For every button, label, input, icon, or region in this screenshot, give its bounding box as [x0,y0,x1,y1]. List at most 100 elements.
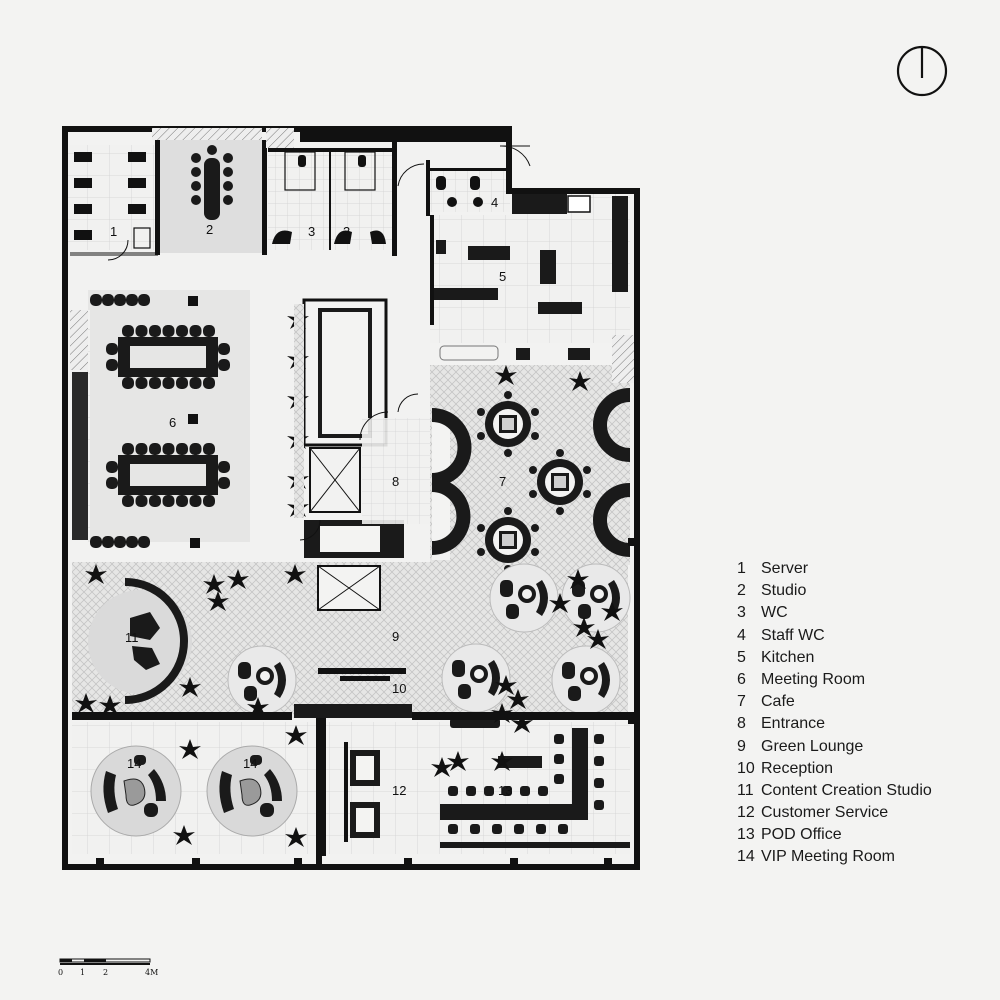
room-meeting [72,290,250,548]
meeting-chair [218,461,230,473]
room-number-4: 4 [491,195,498,210]
meeting-chair [218,343,230,355]
room-number-14a: 14 [127,756,141,771]
legend-label: Customer Service [761,804,889,822]
bench-seat [114,536,126,548]
walls [62,126,640,870]
room-number-6: 6 [169,415,176,430]
legend-num: 3 [737,604,746,622]
legend-num: 7 [737,693,746,711]
meeting-chair [189,443,202,455]
legend-num: 8 [737,715,746,733]
legend-num: 1 [737,560,746,577]
bench-seat [90,294,102,306]
legend-label: Staff WC [761,626,825,644]
meeting-chair [203,377,215,389]
meeting-chair [149,443,161,455]
legend-item-content-creation-studio: 11 Content Creation Studio [737,780,932,802]
meeting-chair [176,377,188,389]
cafe-tables [431,388,631,573]
meeting-chair [135,495,148,507]
legend-num: 11 [737,781,754,799]
legend-label: Reception [761,759,834,777]
legend-label: Kitchen [761,648,815,666]
room-vip [72,722,316,854]
scale-tick-2: 2 [103,968,108,977]
legend-item-staff-wc: 4 Staff WC [737,625,932,647]
room-number-14b: 14 [243,756,257,771]
meeting-chair [189,377,202,389]
meeting-chair [149,377,161,389]
legend-item-wc: 3 WC [737,602,932,624]
legend-item-kitchen: 5 Kitchen [737,647,932,669]
meeting-chair [189,495,202,507]
meeting-chair [135,443,148,455]
legend-num: 12 [737,804,755,822]
bench-seat [126,294,138,306]
legend-num: 4 [737,626,746,644]
legend-num: 2 [737,582,746,600]
room-number-3a: 3 [308,224,315,239]
meeting-chair [106,343,118,355]
legend-label: Content Creation Studio [761,781,932,799]
meeting-chair [135,325,148,337]
meeting-chair [122,443,134,455]
room-wc [268,148,392,250]
legend-item-server: 1 Server [737,558,932,580]
legend-num: 6 [737,670,746,688]
north-arrow-icon [896,45,948,97]
bench-seat [102,536,114,548]
room-number-2: 2 [206,222,213,237]
meeting-chair [218,477,230,489]
room-number-1: 1 [110,224,117,239]
meeting-chair [122,325,134,337]
legend-label: Server [761,560,809,577]
bench-seat [138,294,150,306]
legend-num: 5 [737,648,746,666]
reception-desk [294,668,412,718]
meeting-chair [135,377,148,389]
legend-label: Cafe [761,693,795,711]
legend-label: WC [761,604,788,622]
legend-num: 10 [737,759,755,777]
bench-seat [102,294,114,306]
meeting-chair [162,377,175,389]
meeting-chair [122,495,134,507]
meeting-chair [162,495,175,507]
meeting-chair [162,443,175,455]
room-number-7: 7 [499,474,506,489]
bench-seat [138,536,150,548]
meeting-chair [176,325,188,337]
room-number-12: 12 [392,783,406,798]
room-numbers: 1 2 3 3 4 5 6 7 8 9 10 11 12 13 14 14 [110,195,512,798]
bench-seat [114,294,126,306]
planter-strip [294,304,304,518]
room-number-13: 13 [498,783,512,798]
meeting-chair [149,325,161,337]
room-kitchen [430,190,630,361]
legend-item-customer-service: 12 Customer Service [737,802,932,824]
legend-label: POD Office [761,826,842,844]
room-studio [160,140,263,253]
meeting-chair [203,443,215,455]
meeting-chair [176,495,188,507]
meeting-chair [203,495,215,507]
bench-seat [90,536,102,548]
meeting-chair [218,359,230,371]
bench-seat [126,536,138,548]
scale-tick-1: 1 [80,968,85,977]
room-number-8: 8 [392,474,399,489]
room-number-5: 5 [499,269,506,284]
room-pod-office [440,718,630,848]
room-server [66,145,155,250]
room-number-11: 11 [125,630,139,645]
meeting-chair [149,495,161,507]
meeting-chair [106,461,118,473]
